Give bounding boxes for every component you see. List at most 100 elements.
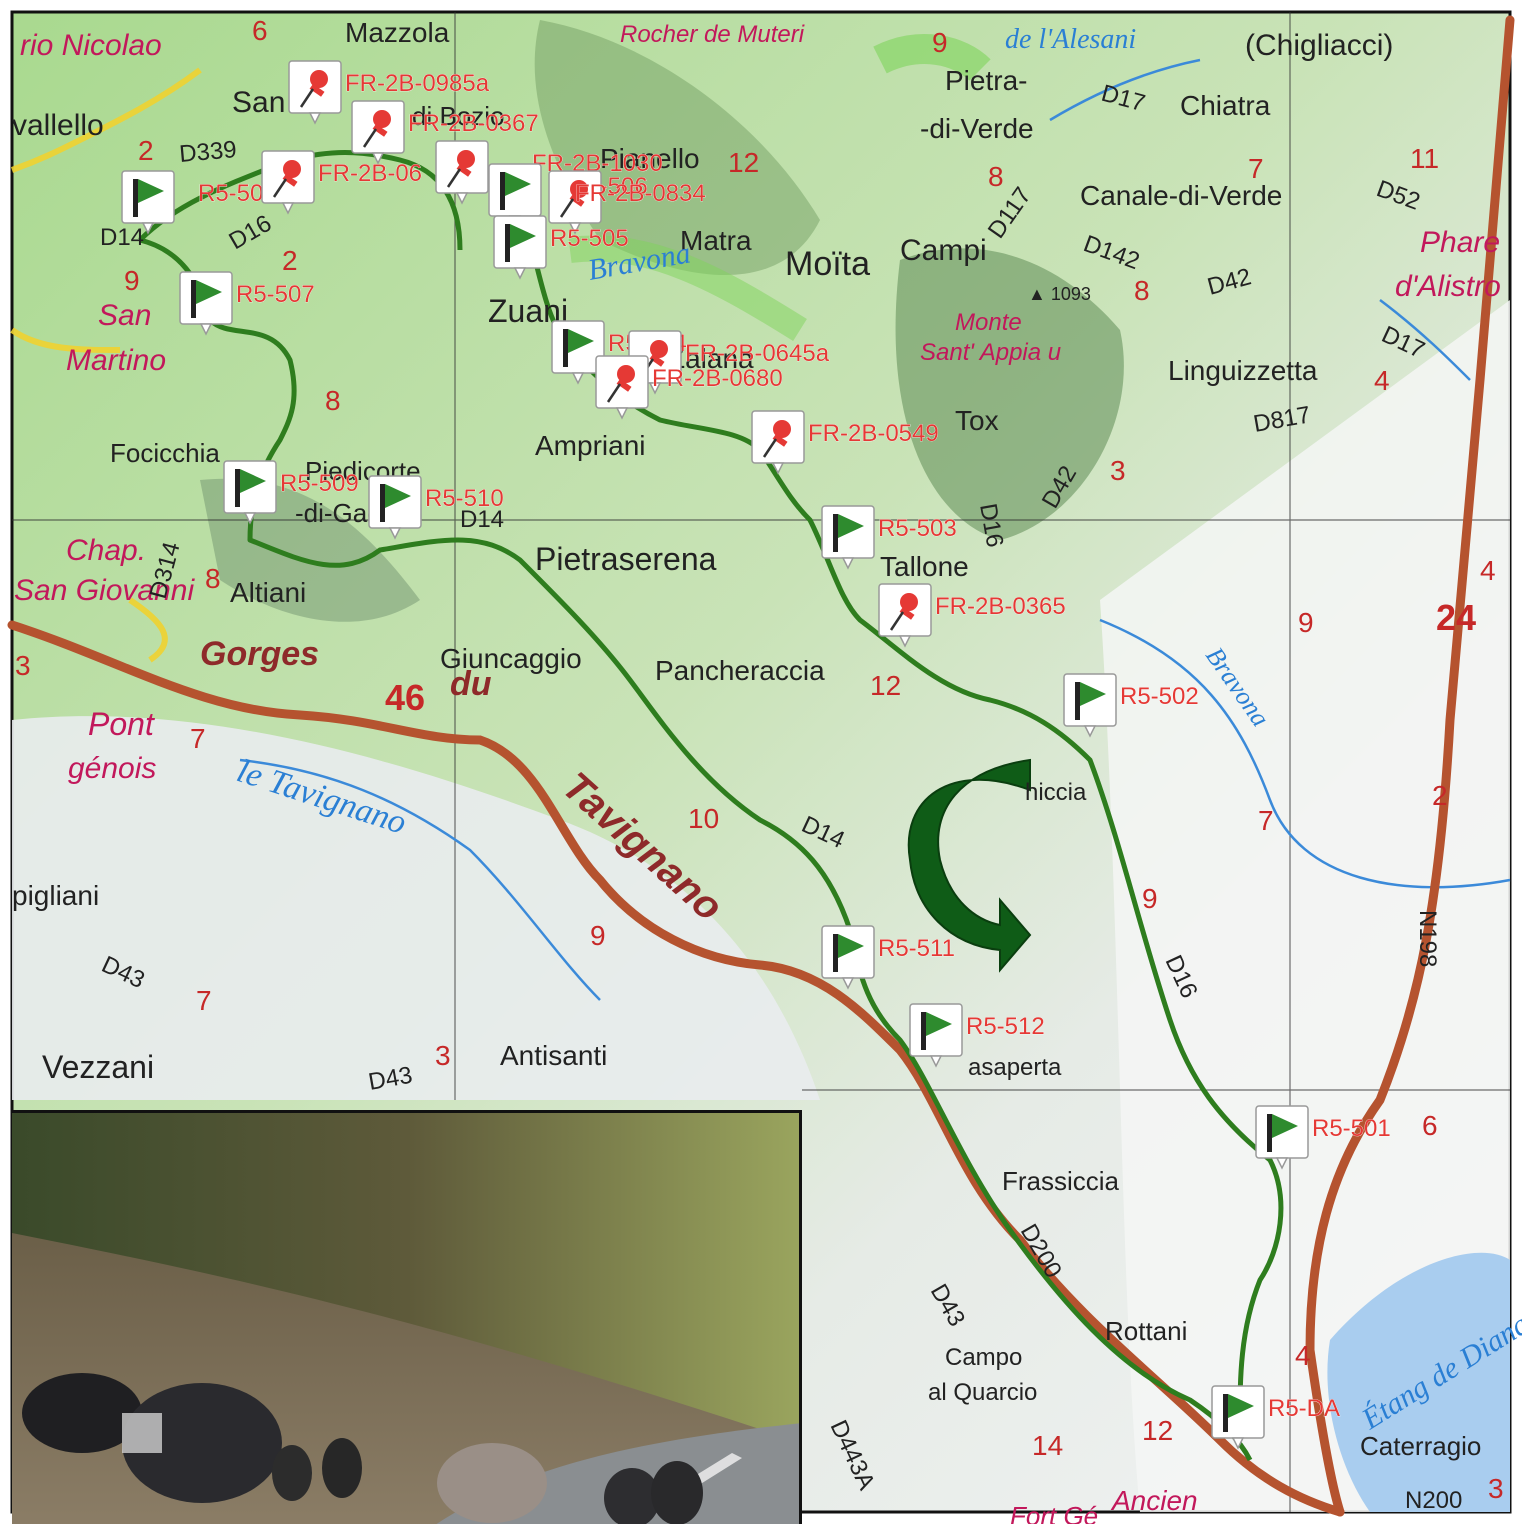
place-nicolao: rio Nicolao: [20, 29, 162, 62]
direction-arrow-icon: [907, 758, 1032, 973]
place-pancheraccia: Pancheraccia: [655, 655, 825, 686]
distance-label: 4: [1295, 1340, 1311, 1371]
road-label-d14: D14: [100, 224, 144, 251]
place-pigliani: pigliani: [12, 880, 99, 911]
waypoint-label-r5-505: R5-505: [550, 225, 629, 252]
distance-label: 11: [1410, 143, 1439, 174]
distance-label: 7: [1248, 153, 1264, 184]
place-monte2: Sant' Appia u: [920, 339, 1061, 366]
distance-label: 9: [590, 920, 606, 951]
waypoint-r5-da[interactable]: [1211, 1385, 1265, 1449]
distance-label: 14: [1032, 1430, 1063, 1461]
distance-label: 9: [932, 27, 948, 58]
waypoint-label-r5-502: R5-502: [1120, 683, 1199, 710]
place-zalana: Zalana: [668, 343, 754, 374]
place-campo2: al Quarcio: [928, 1379, 1037, 1406]
distance-label: 3: [1110, 455, 1126, 486]
distance-label: 7: [196, 985, 212, 1016]
place-gorges: Gorges: [200, 635, 319, 673]
distance-label: 2: [1432, 780, 1448, 811]
place-rottani: Rottani: [1105, 1316, 1187, 1346]
waypoint-label-fr-0680: FR-2B-0680: [652, 365, 783, 392]
place-pont2: génois: [68, 752, 156, 785]
waypoint-r5-502[interactable]: [1063, 673, 1117, 737]
road-label-n198: N198: [1414, 910, 1441, 967]
pushpin-icon[interactable]: [750, 409, 806, 475]
distance-label: 3: [15, 650, 31, 681]
inset-photo-pigs-on-road: [12, 1110, 802, 1524]
distance-label: 6: [1422, 1110, 1438, 1141]
flag-icon[interactable]: [1063, 673, 1117, 737]
place-sanmart2: Martino: [66, 344, 166, 377]
waypoint-r5-501[interactable]: [1255, 1105, 1309, 1169]
distance-label: 7: [1258, 805, 1274, 836]
distance-label: 10: [688, 803, 719, 834]
place-canale: Canale-di-Verde: [1080, 180, 1282, 211]
pushpin-icon[interactable]: [594, 354, 650, 420]
place-rocher: Rocher de Muteri: [620, 21, 805, 48]
place-chigliacci: (Chigliacci): [1245, 29, 1393, 62]
waypoint-fr-0985a[interactable]: [287, 59, 343, 125]
distance-label: 6: [252, 15, 268, 46]
place-pont1: Pont: [88, 706, 155, 742]
place-phare1: Phare: [1420, 226, 1500, 259]
flag-icon[interactable]: [821, 925, 875, 989]
distance-label: 2: [282, 245, 298, 276]
place-ancien: Ancien: [1110, 1485, 1198, 1516]
waypoint-fr-2[interactable]: [260, 149, 316, 215]
place-moita: Moïta: [785, 245, 870, 283]
distance-label: 7: [190, 723, 206, 754]
flag-icon[interactable]: [368, 475, 422, 539]
distance-label: 3: [435, 1040, 451, 1071]
place-aghione: hiccia: [1025, 779, 1087, 806]
waypoint-r5-510[interactable]: [368, 475, 422, 539]
distance-label: 4: [1480, 555, 1496, 586]
flag-icon[interactable]: [121, 170, 175, 234]
pushpin-icon[interactable]: [260, 149, 316, 215]
distance-label: 12: [1142, 1415, 1173, 1446]
flag-icon[interactable]: [179, 271, 233, 335]
place-mazzola: Mazzola: [345, 17, 450, 48]
waypoint-r5-512[interactable]: [909, 1003, 963, 1067]
place-ampriani: Ampriani: [535, 430, 645, 461]
distance-label: 24: [1436, 597, 1476, 638]
place-focicchia: Focicchia: [110, 438, 220, 468]
waypoint-fr-0549[interactable]: [750, 409, 806, 475]
distance-label: 9: [124, 265, 140, 296]
flag-icon[interactable]: [493, 215, 547, 279]
flag-icon[interactable]: [821, 505, 875, 569]
waypoint-r5-509[interactable]: [223, 460, 277, 524]
pushpin-icon[interactable]: [287, 59, 343, 125]
waypoint-fr-1[interactable]: [350, 99, 406, 165]
pushpin-icon[interactable]: [434, 139, 490, 205]
road-label-n200: N200: [1405, 1487, 1462, 1514]
place-phare2: d'Alistro: [1395, 270, 1501, 303]
pushpin-icon[interactable]: [350, 99, 406, 165]
place-chap2: San Giovanni: [14, 574, 195, 607]
waypoint-r5-503[interactable]: [821, 505, 875, 569]
waypoint-r5-511[interactable]: [821, 925, 875, 989]
flag-icon[interactable]: [909, 1003, 963, 1067]
place-pietra2: -di-Verde: [920, 113, 1034, 144]
waypoint-r5-505[interactable]: [493, 215, 547, 279]
place-giuncaggio: Giuncaggio: [440, 643, 582, 674]
flag-icon[interactable]: [223, 460, 277, 524]
waypoint-label-fr-0834: FR-2B-0834: [575, 180, 706, 207]
waypoint-r5-508[interactable]: [121, 170, 175, 234]
place-pietraserena: Pietraserena: [535, 541, 717, 577]
flag-icon[interactable]: [1211, 1385, 1265, 1449]
pushpin-icon[interactable]: [877, 582, 933, 648]
place-altiani: Altiani: [230, 577, 306, 608]
waypoint-r5-507[interactable]: [179, 271, 233, 335]
waypoint-fr-0680[interactable]: [594, 354, 650, 420]
place-campi: Campi: [900, 234, 987, 267]
place-alesani: de l'Alesani: [1005, 24, 1136, 55]
waypoint-fr-0365[interactable]: [877, 582, 933, 648]
place-du: du: [450, 665, 492, 703]
waypoint-fr-1030[interactable]: [434, 139, 490, 205]
flag-icon[interactable]: [1255, 1105, 1309, 1169]
place-san: San: [232, 86, 285, 119]
